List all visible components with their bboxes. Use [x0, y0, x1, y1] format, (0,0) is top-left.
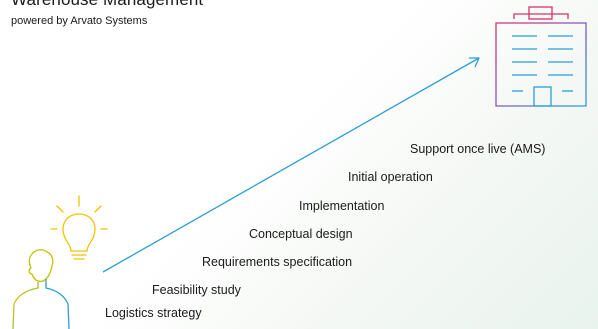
step-support-once-live: Support once live (AMS) [410, 142, 546, 156]
page-subtitle: powered by Arvato Systems [11, 15, 148, 27]
person-icon [12, 249, 70, 329]
lightbulb-icon [50, 195, 108, 260]
step-implementation: Implementation [299, 199, 385, 213]
progress-arrow [102, 57, 480, 273]
step-requirements-specification: Requirements specification [202, 255, 353, 269]
step-logistics-strategy: Logistics strategy [105, 306, 202, 320]
page-title: Warehouse Management [11, 0, 203, 10]
step-conceptual-design: Conceptual design [249, 227, 353, 241]
step-initial-operation: Initial operation [348, 170, 433, 184]
step-feasibility-study: Feasibility study [152, 283, 241, 297]
warehouse-building-icon [495, 6, 587, 107]
